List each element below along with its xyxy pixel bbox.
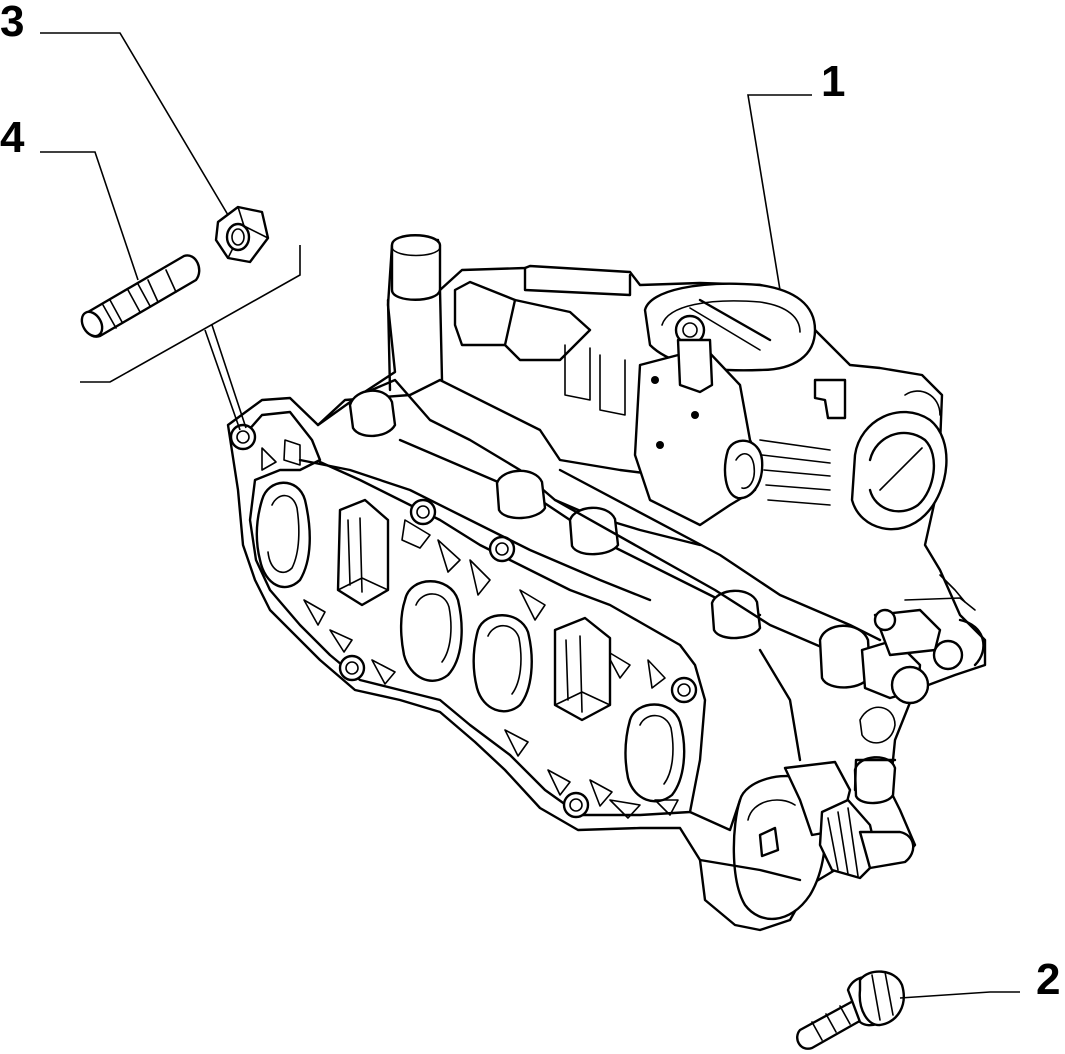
leader-pointer-3-4 — [204, 324, 247, 431]
callout-3: 3 — [0, 0, 25, 46]
leader-line-2 — [899, 991, 1020, 999]
leader-lines — [40, 32, 1020, 999]
leader-line-3 — [40, 32, 229, 216]
hex-nut-icon — [214, 205, 270, 264]
callout-2: 2 — [1036, 955, 1061, 1004]
leader-line-4 — [40, 151, 139, 281]
flange-bolt-icon — [796, 970, 905, 1050]
leader-bracket-3-4 — [80, 245, 301, 383]
callout-1: 1 — [821, 57, 846, 106]
callout-4: 4 — [0, 113, 25, 162]
intake-manifold-icon — [226, 234, 987, 932]
threaded-stud-icon — [80, 254, 201, 338]
leader-line-1 — [747, 94, 812, 291]
